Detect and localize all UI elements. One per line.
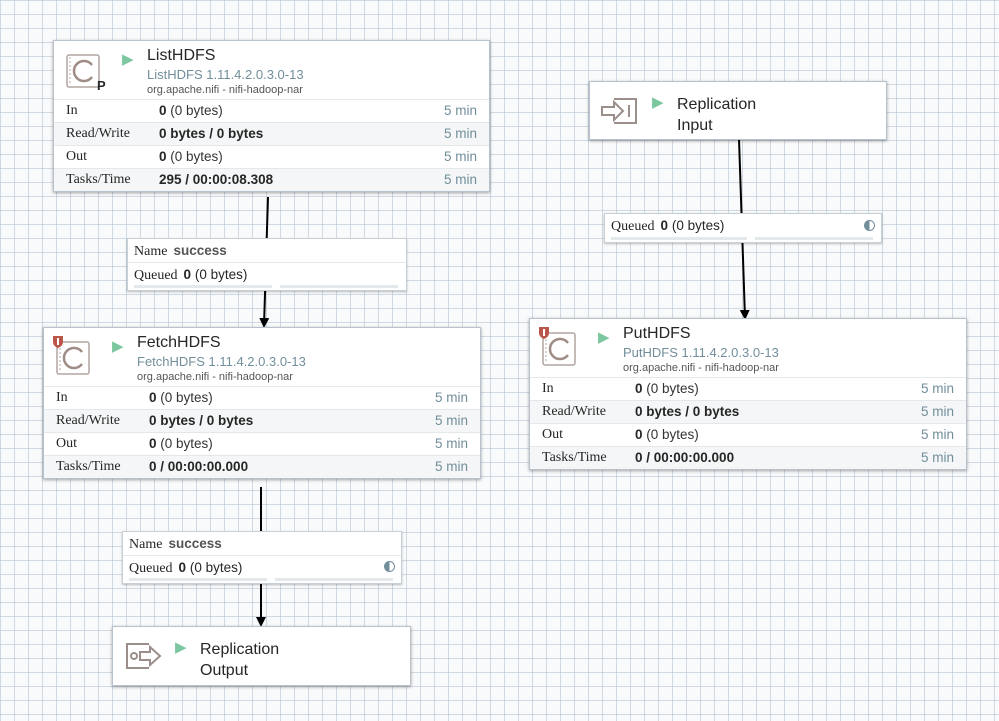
stat-row-out: Out 0 (0 bytes) 5 min [54,146,489,169]
backpressure-pie-icon [384,561,395,572]
stat-row-out: Out 0 (0 bytes) 5 min [44,433,480,456]
stat-row-out: Out 0 (0 bytes) 5 min [530,424,966,447]
running-state-icon: ▶ [175,639,187,656]
port-name: Replication Output [200,641,280,679]
stat-row-tasks-time: Tasks/Time 0 / 00:00:00.000 5 min [44,456,480,478]
running-state-icon: ▶ [122,51,134,68]
output-port-icon [126,643,162,669]
output-port-replication[interactable]: ▶ Replication Output [112,626,411,686]
restricted-shield-icon [539,327,549,339]
processor-bundle: org.apache.nifi - nifi-hadoop-nar [623,362,779,374]
restricted-shield-icon [53,336,63,348]
processor-bundle: org.apache.nifi - nifi-hadoop-nar [137,371,293,383]
processor-icon [56,341,90,375]
port-name: Replication Input [677,96,757,134]
processor-header: ▶ PutHDFS PutHDFS 1.11.4.2.0.3.0-13 org.… [530,319,966,377]
stat-row-in: In 0 (0 bytes) 5 min [54,100,489,123]
processor-version: FetchHDFS 1.11.4.2.0.3.0-13 [137,354,306,369]
stat-row-read-write: Read/Write 0 bytes / 0 bytes 5 min [54,123,489,146]
processor-name: PutHDFS [623,325,691,342]
processor-version: ListHDFS 1.11.4.2.0.3.0-13 [147,67,304,82]
processor-name: ListHDFS [147,47,216,64]
running-state-icon: ▶ [652,94,664,111]
processor-header: ▶ FetchHDFS FetchHDFS 1.11.4.2.0.3.0-13 … [44,328,480,386]
processor-icon [66,54,100,88]
processor-version: PutHDFS 1.11.4.2.0.3.0-13 [623,345,779,360]
stat-row-tasks-time: Tasks/Time 0 / 00:00:00.000 5 min [530,447,966,469]
processor-stats: In 0 (0 bytes) 5 min Read/Write 0 bytes … [530,377,966,469]
stat-row-tasks-time: Tasks/Time 295 / 00:00:08.308 5 min [54,169,489,191]
processor-stats: In 0 (0 bytes) 5 min Read/Write 0 bytes … [44,386,480,478]
running-state-icon: ▶ [598,329,610,346]
input-port-replication[interactable]: ▶ Replication Input [589,81,887,140]
stat-row-read-write: Read/Write 0 bytes / 0 bytes 5 min [530,401,966,424]
processor-puthdfs[interactable]: ▶ PutHDFS PutHDFS 1.11.4.2.0.3.0-13 org.… [529,318,967,470]
primary-node-badge: P [97,78,106,93]
running-state-icon: ▶ [112,338,124,355]
processor-icon [542,332,576,366]
processor-listhdfs[interactable]: P ▶ ListHDFS ListHDFS 1.11.4.2.0.3.0-13 … [53,40,490,192]
input-port-icon [601,98,637,124]
stat-row-read-write: Read/Write 0 bytes / 0 bytes 5 min [44,410,480,433]
processor-bundle: org.apache.nifi - nifi-hadoop-nar [147,84,303,96]
processor-header: P ▶ ListHDFS ListHDFS 1.11.4.2.0.3.0-13 … [54,41,489,99]
stat-row-in: In 0 (0 bytes) 5 min [44,387,480,410]
processor-name: FetchHDFS [137,334,221,351]
backpressure-pie-icon [864,220,875,231]
processor-fetchhdfs[interactable]: ▶ FetchHDFS FetchHDFS 1.11.4.2.0.3.0-13 … [43,327,481,479]
processor-stats: In 0 (0 bytes) 5 min Read/Write 0 bytes … [54,99,489,191]
queue-progress-bars [611,237,875,240]
queue-progress-bars [134,285,400,288]
stat-row-in: In 0 (0 bytes) 5 min [530,378,966,401]
queue-progress-bars [129,578,395,581]
